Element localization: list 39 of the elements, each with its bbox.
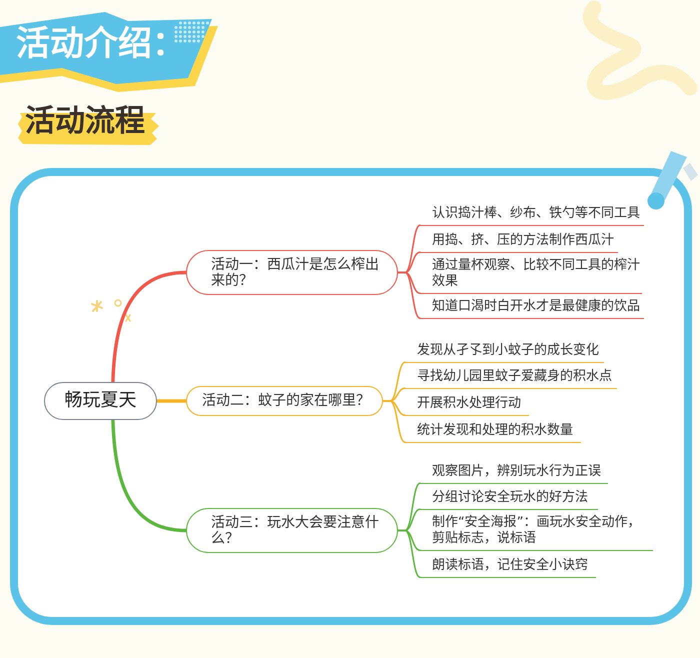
topic-text: 统计发现和处理的积水数量 — [417, 423, 574, 439]
underlined-topic — [420, 233, 618, 253]
topic-text: 活动三：玩水大会要注意什么？ — [211, 514, 380, 546]
topic-pill — [186, 250, 398, 295]
section-heading: 活动流程 — [18, 104, 159, 145]
topic-text: 活动一：西瓜汁是怎么榨出来的？ — [211, 256, 380, 288]
underlined-topic — [420, 206, 644, 226]
underlined-topic — [420, 490, 598, 510]
topic-text: 通过量杯观察、比较不同工具的榨汁效果 — [432, 258, 641, 290]
underlined-topic — [420, 464, 608, 484]
topic-text: 制作“安全海报”：画玩水安全动作，剪贴标志，说标语 — [432, 515, 642, 547]
topic-text: 用捣、挤、压的方法制作西瓜汁 — [432, 233, 615, 249]
topic-text: 朗读标语，记住安全小诀窍 — [432, 558, 589, 574]
underlined-topic — [420, 558, 596, 578]
branch-line — [111, 418, 188, 532]
underlined-topic — [405, 396, 529, 416]
page-title: 活动介绍： — [16, 24, 186, 65]
branch-line — [111, 270, 188, 384]
topic-text: 开展积水处理行动 — [417, 396, 522, 412]
topic-text: 观察图片，辨别玩水行为正误 — [432, 464, 602, 480]
connector-line — [382, 400, 406, 443]
topic-pill — [186, 386, 383, 416]
underlined-topic — [420, 299, 644, 319]
topic-pill — [186, 508, 398, 553]
topic-text: 认识捣汁棒、纱布、铁勺等不同工具 — [432, 206, 641, 222]
underlined-topic — [420, 258, 642, 294]
underlined-topic — [405, 369, 617, 389]
underlined-topic — [420, 515, 653, 551]
topic-text: 知道口渴时白开水才是最健康的饮品 — [432, 299, 641, 315]
underlined-topic — [405, 343, 604, 363]
branch-line — [155, 399, 188, 403]
topic-text: 分组讨论安全玩水的好方法 — [432, 490, 589, 506]
topic-text: 寻找幼儿园里蚊子爱藏身的积水点 — [417, 369, 613, 385]
connector-line — [397, 530, 421, 578]
topic-text: 发现从孑孓到小蚊子的成长变化 — [417, 343, 600, 359]
connector-line — [397, 272, 421, 319]
topic-text: 畅玩夏天 — [64, 390, 136, 412]
topic-text: 活动二：蚊子的家在哪里？ — [202, 393, 371, 409]
underlined-topic — [405, 423, 581, 443]
